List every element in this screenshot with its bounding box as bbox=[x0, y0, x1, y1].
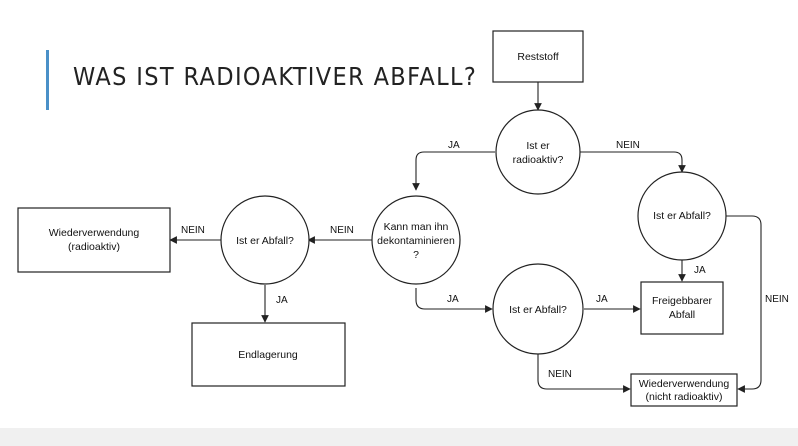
edge-label-left-nein: NEIN bbox=[181, 225, 205, 236]
edge-radioaktiv-nein bbox=[580, 151, 686, 173]
wiederverwendung-radioaktiv-line1: Wiederverwendung bbox=[49, 227, 140, 239]
node-abfall-right-circle bbox=[637, 171, 727, 261]
edge-label-radioaktiv-nein: NEIN bbox=[616, 140, 640, 151]
abfall-right-label: Ist er Abfall? bbox=[653, 210, 711, 222]
node-wiederverwendung-nicht-box bbox=[630, 373, 738, 407]
radioaktiv-label-line1: Ist er bbox=[526, 140, 550, 152]
node-abfall-left-circle bbox=[220, 195, 310, 285]
edge-radioaktiv-ja bbox=[412, 151, 495, 191]
slide-title: WAS IST RADIOAKTIVER ABFALL? bbox=[73, 62, 478, 91]
dekontaminieren-label-line1: Kann man ihn bbox=[384, 221, 449, 233]
edge-label-right-ja: JA bbox=[694, 265, 706, 276]
wiederverwendung-nicht-line2: (nicht radioaktiv) bbox=[645, 391, 722, 403]
edge-label-right-nein: NEIN bbox=[765, 294, 789, 305]
node-endlagerung-box bbox=[191, 322, 346, 387]
node-reststoff-box bbox=[492, 30, 584, 83]
edge-label-left-ja: JA bbox=[276, 295, 288, 306]
node-abfall-mid-circle bbox=[492, 263, 584, 355]
endlagerung-label: Endlagerung bbox=[238, 349, 298, 361]
radioaktiv-label-line2: radioaktiv? bbox=[513, 154, 564, 166]
edge-dekon-ja bbox=[415, 288, 493, 313]
edge-label-dekon-ja: JA bbox=[447, 294, 459, 305]
edge-label-mid-nein: NEIN bbox=[548, 369, 572, 380]
title-accent-bar bbox=[46, 50, 49, 110]
node-freigebbarer-abfall-box bbox=[640, 281, 724, 335]
abfall-left-label: Ist er Abfall? bbox=[236, 235, 294, 247]
edge-mid-nein bbox=[537, 353, 631, 393]
dekontaminieren-label-line3: ? bbox=[413, 249, 419, 261]
edge-label-dekon-nein: NEIN bbox=[330, 225, 354, 236]
wiederverwendung-nicht-line1: Wiederverwendung bbox=[639, 378, 730, 390]
node-radioaktiv-circle bbox=[495, 109, 581, 195]
freigebbarer-abfall-line1: Freigebbarer bbox=[652, 295, 713, 307]
wiederverwendung-radioaktiv-line2: (radioaktiv) bbox=[68, 241, 120, 253]
reststoff-label: Reststoff bbox=[517, 51, 558, 63]
edge-label-radioaktiv-ja: JA bbox=[448, 140, 460, 151]
node-wiederverwendung-radioaktiv-box bbox=[17, 207, 171, 273]
edge-right-nein bbox=[726, 215, 762, 393]
edge-label-mid-ja: JA bbox=[596, 294, 608, 305]
dekontaminieren-label-line2: dekontaminieren bbox=[377, 235, 455, 247]
bottom-strip bbox=[0, 428, 798, 446]
freigebbarer-abfall-line2: Abfall bbox=[669, 309, 695, 321]
node-dekontaminieren-circle bbox=[371, 195, 461, 285]
abfall-mid-label: Ist er Abfall? bbox=[509, 304, 567, 316]
